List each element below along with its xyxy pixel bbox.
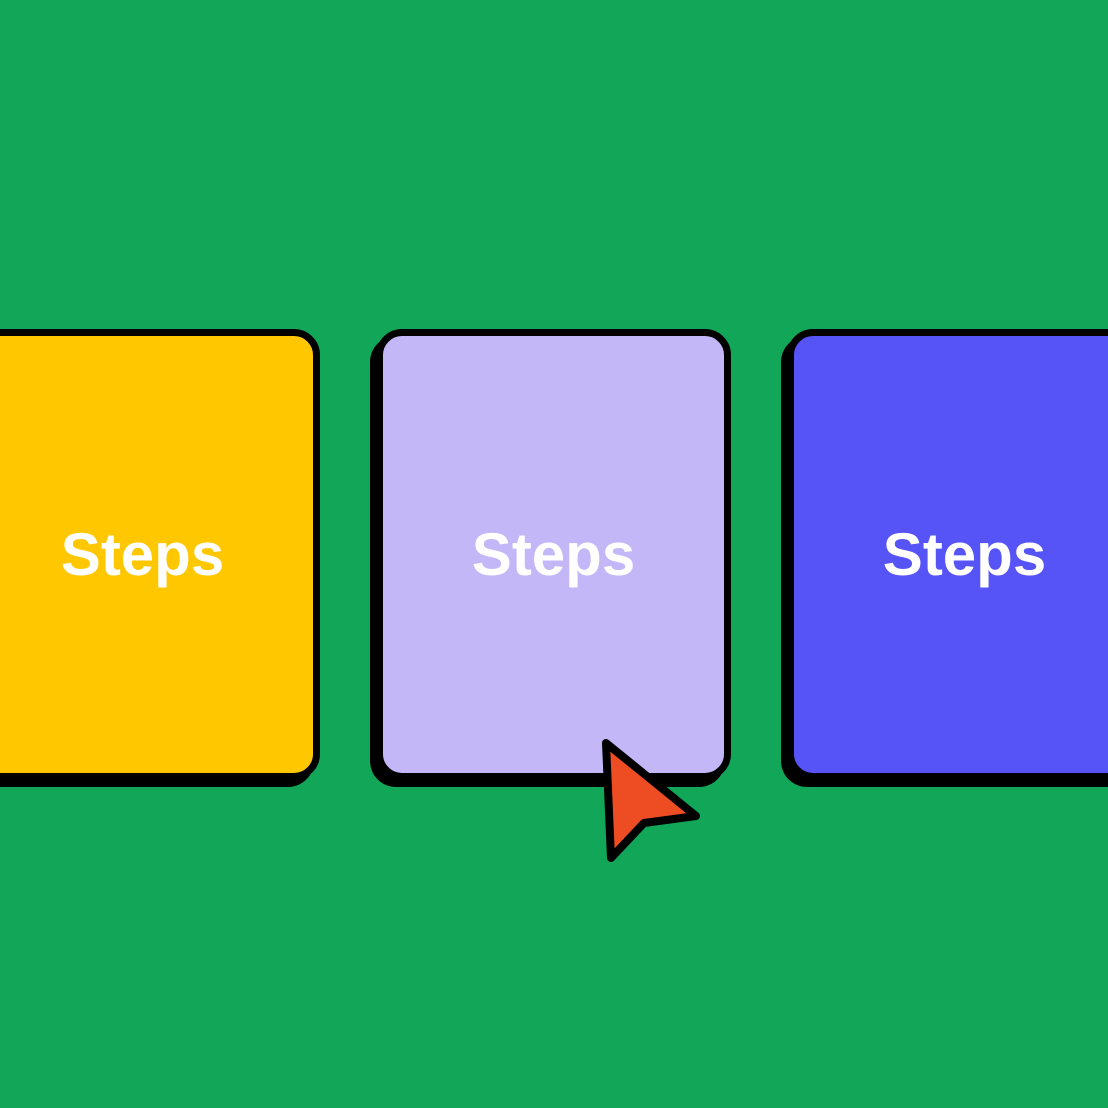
steps-card-1[interactable]: Steps xyxy=(0,329,320,780)
steps-card-2[interactable]: Steps xyxy=(376,329,731,780)
steps-card-3[interactable]: Steps xyxy=(787,329,1108,780)
card-label: Steps xyxy=(471,520,636,588)
card-label: Steps xyxy=(882,520,1047,588)
card-label: Steps xyxy=(60,520,225,588)
